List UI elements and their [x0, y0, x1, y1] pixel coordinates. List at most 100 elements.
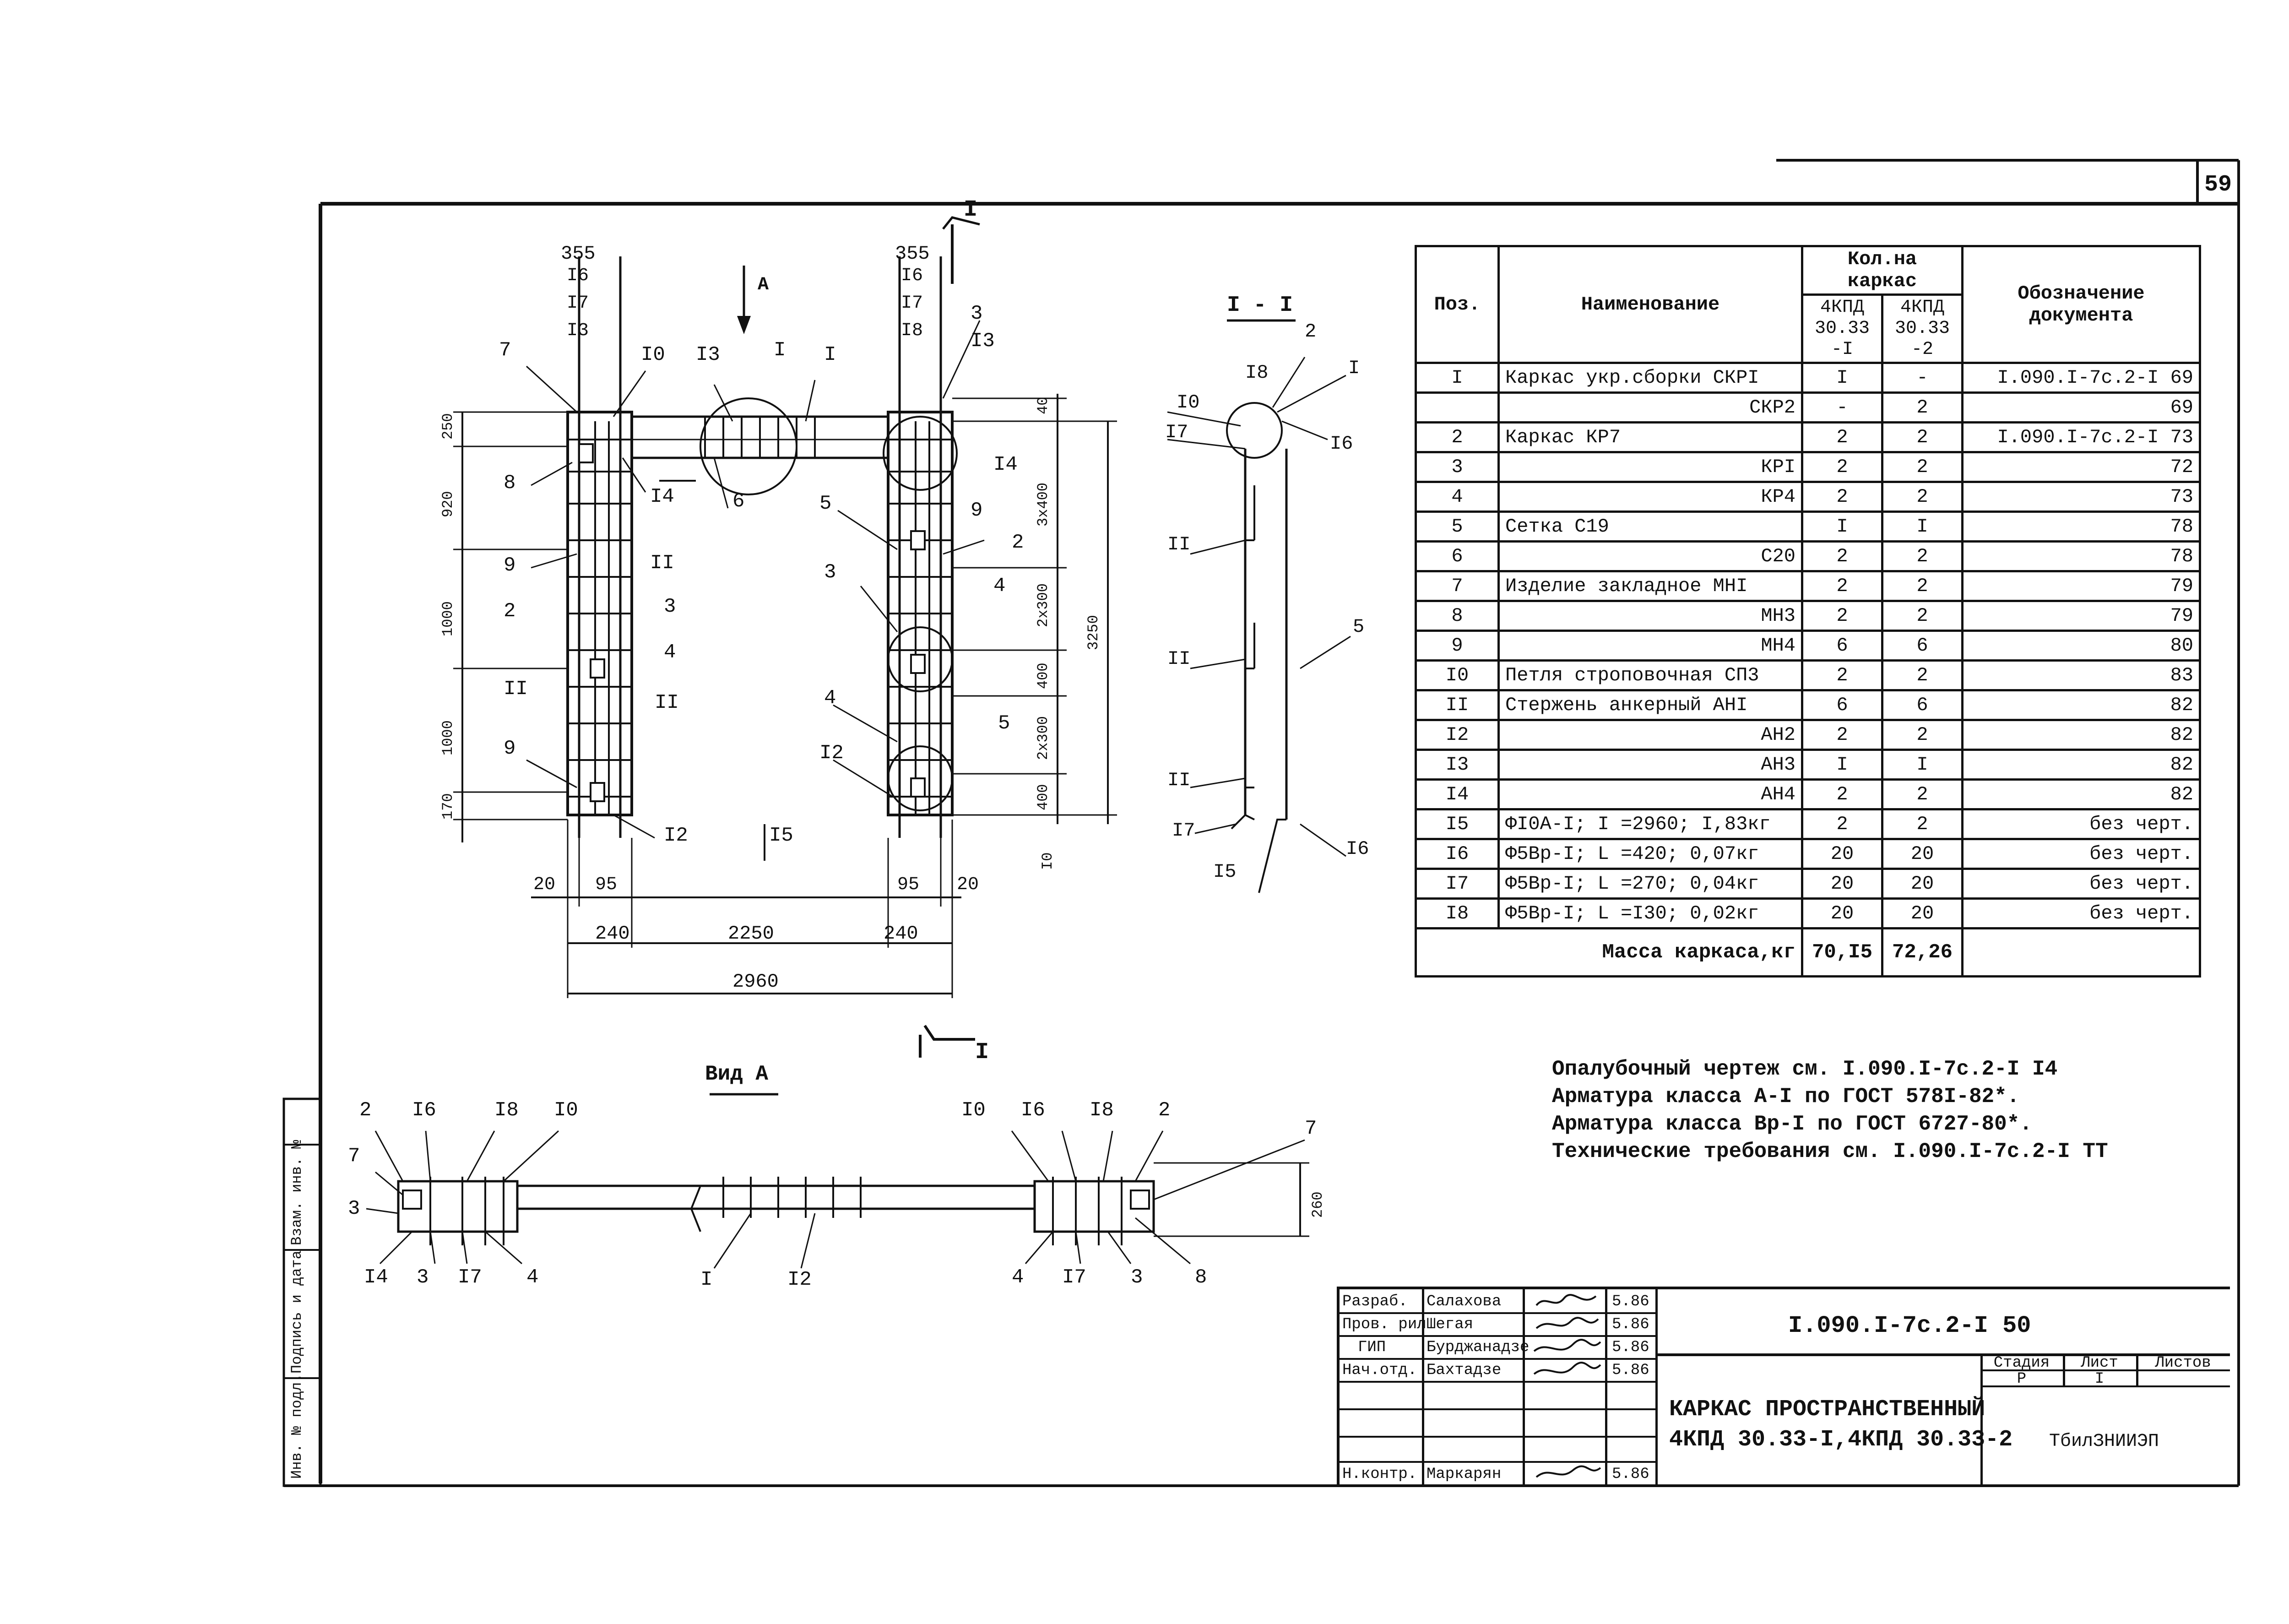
cell-qty-2: 2 [1881, 570, 1964, 602]
cell-doc: 82 [1961, 719, 2201, 751]
cell-qty-2: I [1881, 749, 1964, 781]
cell-pos: I0 [1415, 659, 1500, 691]
cell-doc: 82 [1961, 689, 2201, 721]
callout: 2 [1305, 320, 1317, 342]
callout: 4 [1012, 1266, 1024, 1289]
side-stamp-replaced: Взам. инв. № [288, 1140, 305, 1245]
callout: I6 [567, 266, 589, 286]
dim-bottom-small: 95 [897, 874, 920, 895]
cell-pos: I7 [1415, 868, 1500, 900]
cell-qty-2: 2 [1881, 540, 1964, 572]
callout: 2 [1012, 531, 1024, 554]
cell-pos: II [1415, 689, 1500, 721]
callout: 6 [732, 490, 745, 513]
cell-qty-1: 2 [1801, 659, 1883, 691]
person-name: Шегая [1427, 1316, 1474, 1333]
dim-right: 2x300 [1035, 583, 1052, 627]
cell-qty-2: 2 [1881, 808, 1964, 840]
callout: I8 [1245, 362, 1269, 384]
dim-bottom: 2250 [728, 923, 774, 945]
callout: I7 [567, 293, 589, 314]
callout: 3 [971, 302, 983, 325]
dim-right: 3x400 [1035, 482, 1052, 527]
note-line: Опалубочный чертеж см. I.090.I-7с.2-I I4 [1552, 1057, 2058, 1081]
cell-pos: 4 [1415, 481, 1500, 513]
cell-pos: I5 [1415, 808, 1500, 840]
callout: I4 [650, 485, 674, 508]
person-name: Бурджанадзе [1427, 1339, 1530, 1356]
dim-left: 1000 [439, 601, 456, 636]
cell-doc: 79 [1961, 600, 2201, 632]
cell-qty-2: 2 [1881, 778, 1964, 810]
cell-pos: 9 [1415, 630, 1500, 662]
table-header-row: Поз. Наименование Кол.на каркас Обозначе… [1415, 245, 2201, 364]
dim-right: 400 [1035, 663, 1052, 689]
dim-right: 40 [1035, 396, 1052, 414]
cell-name: ФI0А-I; I =2960; I,83кг [1497, 808, 1803, 840]
cell-qty-1: I [1801, 511, 1883, 543]
callout: II [655, 691, 679, 714]
table-header-row: 4КПД 30.33 -I 4КПД 30.33 -2 [1416, 293, 2200, 364]
cell-qty-1: 6 [1801, 630, 1883, 662]
cell-name: АН3 [1497, 749, 1803, 781]
cell-qty-1: 2 [1801, 778, 1883, 810]
cell-pos [1415, 391, 1500, 424]
callout: 5 [1353, 616, 1365, 638]
cell-name: Ф5Вр-I; L =I30; 0,02кг [1497, 897, 1803, 929]
cell-qty-1: 20 [1801, 868, 1883, 900]
cell-qty-1: 2 [1801, 719, 1883, 751]
callout: 9 [971, 499, 983, 522]
callout: 3 [1131, 1266, 1143, 1289]
header-name: Наименование [1497, 245, 1803, 364]
callout: I6 [1346, 838, 1369, 860]
callout: 8 [1195, 1266, 1207, 1289]
title-line: КАРКАС ПРОСТРАНСТВЕННЫЙ [1669, 1396, 1985, 1423]
cell-doc: I.090.I-7с.2-I 69 [1961, 362, 2201, 394]
callout: 9 [504, 554, 516, 577]
callout: 2 [504, 600, 516, 623]
cell-doc: I.090.I-7с.2-I 73 [1961, 421, 2201, 453]
callout: II [1167, 769, 1191, 791]
cell-doc: 79 [1961, 570, 2201, 602]
cell-pos: I3 [1415, 749, 1500, 781]
cell-pos: I4 [1415, 778, 1500, 810]
cell-qty-2: 20 [1881, 897, 1964, 929]
cell-name: КРI [1497, 451, 1803, 483]
cell-qty-1: 2 [1801, 570, 1883, 602]
header-qty-1: 4КПД 30.33 -I [1801, 293, 1883, 364]
cell-pos: 5 [1415, 511, 1500, 543]
cell-name: МН3 [1497, 600, 1803, 632]
header-qty-group: Кол.на каркас [1801, 245, 1964, 296]
cell-name: Сетка С19 [1497, 511, 1803, 543]
callout: 3 [417, 1266, 429, 1289]
stage-value: Р [2017, 1370, 2027, 1388]
callout: 4 [664, 641, 676, 664]
cell-qty-1: I [1801, 362, 1883, 394]
cell-name: МН4 [1497, 630, 1803, 662]
cell-name: АН2 [1497, 719, 1803, 751]
total-qty-2: 72,26 [1881, 927, 1964, 978]
cell-name: Ф5Вр-I; L =420; 0,07кг [1497, 838, 1803, 870]
callout: I7 [1172, 820, 1195, 842]
cell-qty-1: 6 [1801, 689, 1883, 721]
organization: ТбилЗНИИЭП [2049, 1431, 2159, 1452]
callout: 7 [1305, 1117, 1317, 1140]
callout: II [1167, 648, 1191, 670]
callout: I7 [901, 293, 923, 314]
cell-doc: 83 [1961, 659, 2201, 691]
callout: 3 [348, 1197, 360, 1220]
page-number: 59 [2204, 172, 2232, 198]
callout: I7 [1062, 1266, 1086, 1289]
callout: I8 [494, 1099, 519, 1122]
cell-name: Изделие закладное МНI [1497, 570, 1803, 602]
dim-bottom-small: 20 [533, 874, 556, 895]
